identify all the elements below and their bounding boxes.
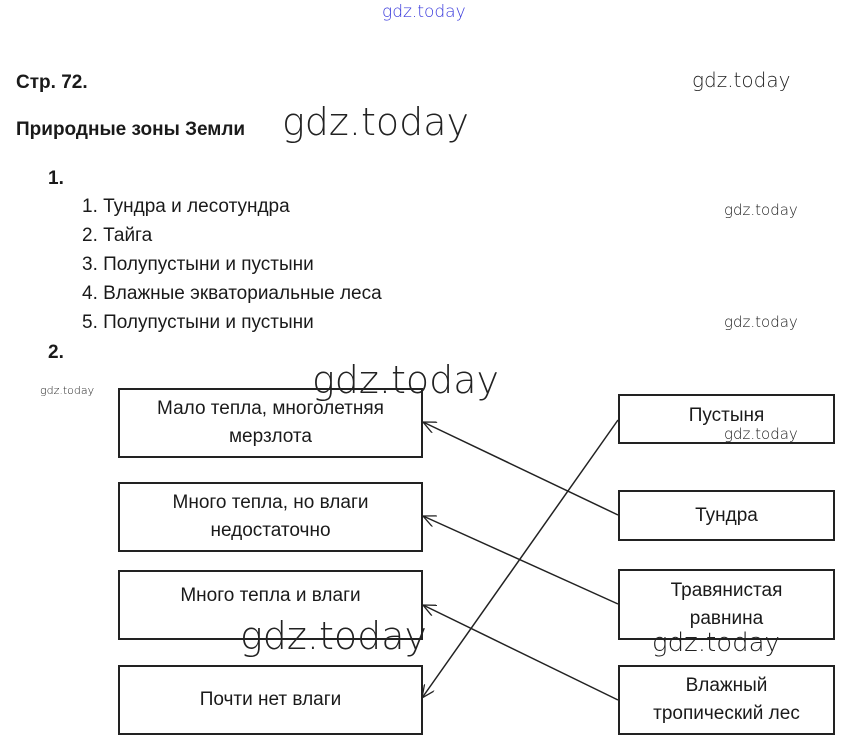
watermark: gdz.today bbox=[724, 201, 798, 219]
watermark: gdz.today bbox=[382, 2, 466, 22]
list-item: 1. Тундра и лесотундра bbox=[82, 196, 290, 217]
condition-box: Мало тепла, многолетняя мерзлота bbox=[118, 388, 423, 458]
watermark: gdz.today bbox=[724, 425, 798, 443]
condition-box: Почти нет влаги bbox=[118, 665, 423, 735]
page-number: Стр. 72. bbox=[16, 72, 88, 93]
zone-box: Пустыня bbox=[618, 394, 835, 444]
watermark: gdz.today bbox=[240, 614, 427, 658]
list-item: 3. Полупустыни и пустыни bbox=[82, 254, 314, 275]
zone-box: Тундра bbox=[618, 490, 835, 541]
watermark: gdz.today bbox=[692, 68, 791, 92]
list-item: 5. Полупустыни и пустыни bbox=[82, 312, 314, 333]
zone-box: Травянистая равнина bbox=[618, 569, 835, 640]
condition-box: Много тепла, но влаги недостаточно bbox=[118, 482, 423, 552]
arrow-tropical-forest bbox=[423, 605, 619, 701]
arrow-grassland bbox=[423, 516, 619, 605]
list-item: 4. Влажные экваториальные леса bbox=[82, 283, 382, 304]
list-item: 2. Тайга bbox=[82, 225, 153, 246]
arrow-tundra bbox=[423, 421, 619, 516]
task-1-number: 1. bbox=[48, 168, 64, 189]
task-2-number: 2. bbox=[48, 342, 64, 363]
watermark: gdz.today bbox=[40, 384, 95, 397]
watermark: gdz.today bbox=[724, 313, 798, 331]
page-title: Природные зоны Земли bbox=[16, 119, 246, 140]
watermark: gdz.today bbox=[652, 628, 780, 658]
watermark: gdz.today bbox=[282, 100, 469, 144]
watermark: gdz.today bbox=[312, 358, 499, 402]
zone-box: Влажный тропический лес bbox=[618, 665, 835, 735]
